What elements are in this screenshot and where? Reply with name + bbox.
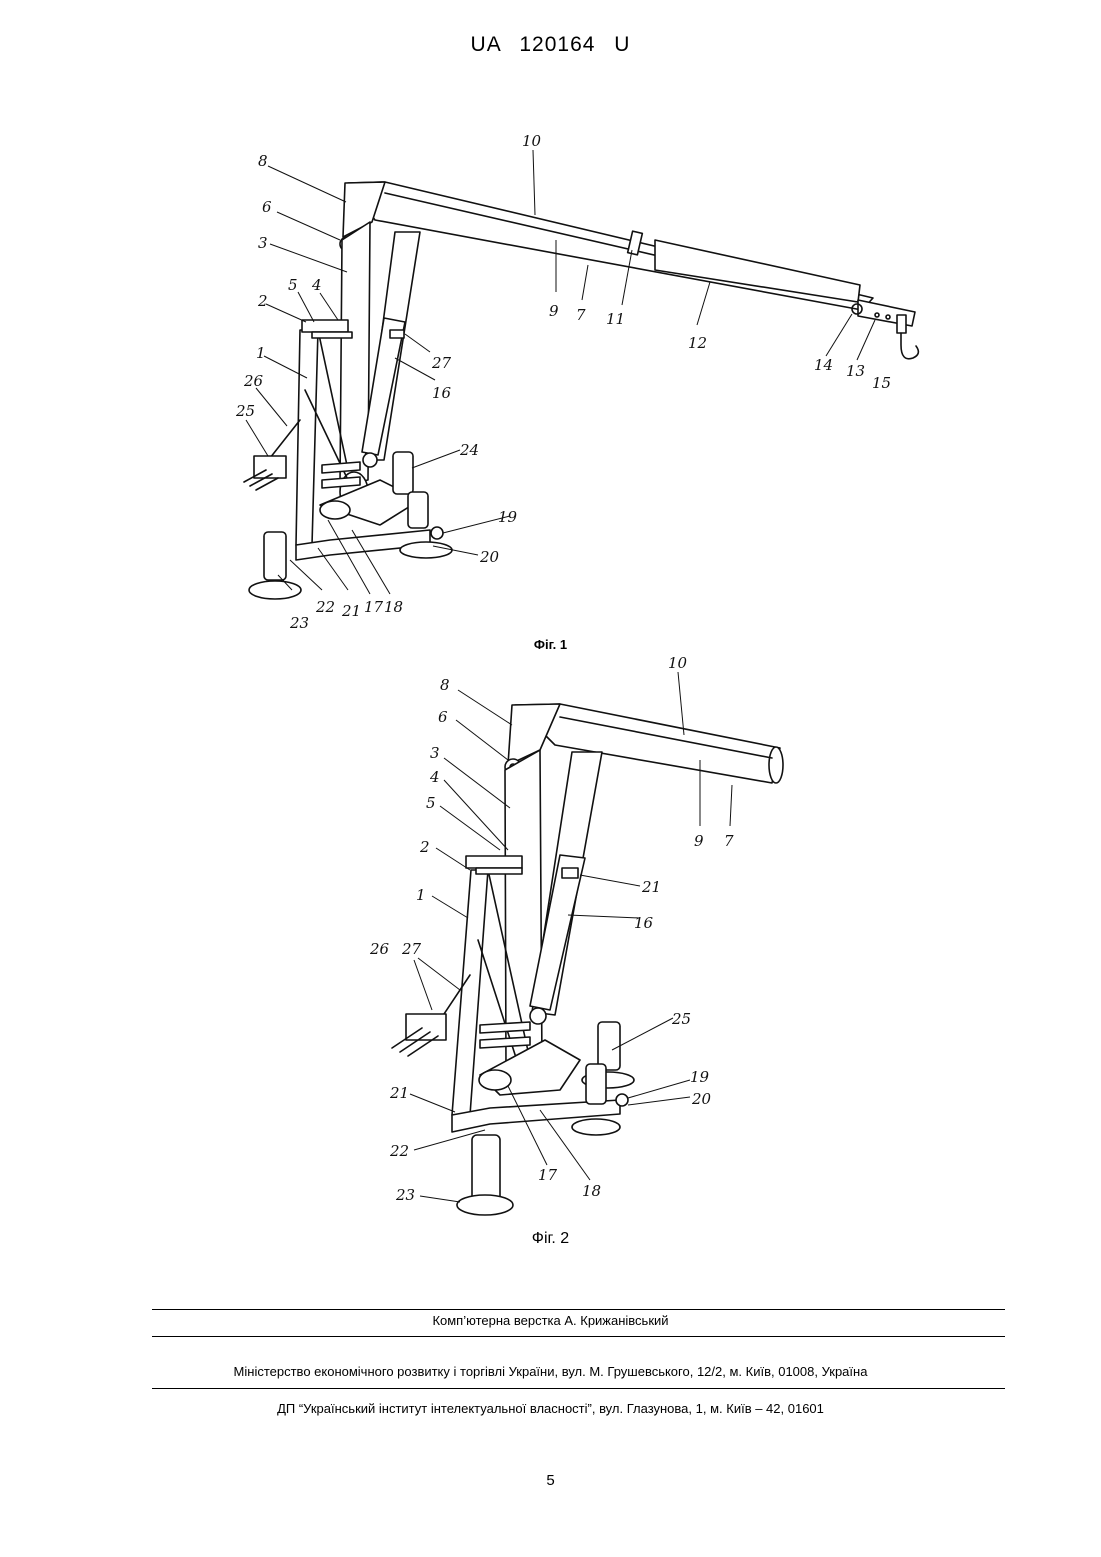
- fig1-label-20: 20: [479, 548, 500, 566]
- fig2-label-16: 16: [634, 914, 654, 932]
- fig2-label-5: 5: [426, 794, 436, 812]
- fig2-label-23: 23: [395, 1186, 415, 1204]
- fig1-label-10: 10: [522, 132, 542, 150]
- fig1-label-8: 8: [258, 152, 268, 170]
- document-number: UA 120164 U: [0, 33, 1101, 57]
- fig1-label-2: 2: [257, 292, 268, 310]
- fig1-label-27: 27: [431, 354, 452, 372]
- fig1-label-9: 9: [549, 302, 559, 320]
- fig1-label-3: 3: [258, 234, 268, 252]
- crane-drawing-fig1: 8 6 3 5 4 2 1 26 25 10 9 7 11 12 14 13 1…: [0, 120, 1101, 635]
- institute-address: ДП “Український інститут інтелектуальної…: [0, 1401, 1101, 1416]
- fig1-label-24: 24: [459, 441, 479, 459]
- fig1-label-12: 12: [688, 334, 707, 352]
- fig2-label-4: 4: [429, 768, 440, 786]
- figure-2-drawing: 8 6 3 4 5 2 1 26 27 10 9 7 21 16 25 19 2…: [0, 650, 1101, 1225]
- fig2-label-3: 3: [430, 744, 440, 762]
- fig2-label-2: 2: [419, 838, 430, 856]
- footer-divider-bottom: [152, 1388, 1005, 1389]
- fig1-label-19: 19: [498, 508, 518, 526]
- fig1-label-6: 6: [262, 198, 272, 216]
- fig1-label-17: 17: [364, 598, 384, 616]
- fig2-label-19: 19: [690, 1068, 710, 1086]
- figure-1-drawing: 8 6 3 5 4 2 1 26 25 10 9 7 11 12 14 13 1…: [0, 120, 1101, 635]
- figure-2-caption: Фіг. 2: [0, 1230, 1101, 1248]
- fig1-label-1: 1: [256, 344, 266, 362]
- fig2-label-9: 9: [694, 832, 704, 850]
- fig1-label-7: 7: [576, 306, 586, 324]
- fig1-label-16: 16: [432, 384, 452, 402]
- fig1-label-11: 11: [606, 310, 625, 328]
- fig1-label-26: 26: [243, 372, 264, 390]
- fig1-label-18: 18: [384, 598, 403, 616]
- page-number: 5: [0, 1472, 1101, 1489]
- fig1-label-14: 14: [814, 356, 833, 374]
- fig2-label-22: 22: [389, 1142, 409, 1160]
- crane-drawing-fig2: 8 6 3 4 5 2 1 26 27 10 9 7 21 16 25 19 2…: [0, 650, 1101, 1225]
- fig1-label-4: 4: [311, 276, 322, 294]
- fig2-label-6: 6: [438, 708, 448, 726]
- fig1-label-13: 13: [846, 362, 865, 380]
- fig2-label-17: 17: [538, 1166, 558, 1184]
- fig2-label-18: 18: [582, 1182, 601, 1200]
- ministry-address: Міністерство економічного розвитку і тор…: [0, 1364, 1101, 1379]
- fig2-label-24: 25: [671, 1010, 691, 1028]
- fig2-label-7: 7: [724, 832, 734, 850]
- fig1-label-22: 22: [315, 598, 335, 616]
- fig2-label-21: 21: [389, 1084, 409, 1102]
- fig1-label-15: 15: [872, 374, 891, 392]
- fig1-label-25: 25: [235, 402, 255, 420]
- footer-divider-middle: [152, 1336, 1005, 1337]
- fig1-label-23: 23: [289, 614, 309, 632]
- fig2-label-20: 20: [691, 1090, 712, 1108]
- fig2-label-25: 26: [369, 940, 390, 958]
- typesetter-credit: Комп’ютерна верстка А. Крижанівський: [0, 1313, 1101, 1328]
- fig2-label-8: 8: [440, 676, 450, 694]
- fig1-label-5: 5: [288, 276, 298, 294]
- fig1-label-21: 21: [341, 602, 361, 620]
- fig2-label-1: 1: [416, 886, 426, 904]
- fig2-label-26: 27: [401, 940, 422, 958]
- fig2-label-10: 10: [668, 654, 688, 672]
- fig2-label-27: 21: [641, 878, 661, 896]
- footer-divider-top: [152, 1309, 1005, 1310]
